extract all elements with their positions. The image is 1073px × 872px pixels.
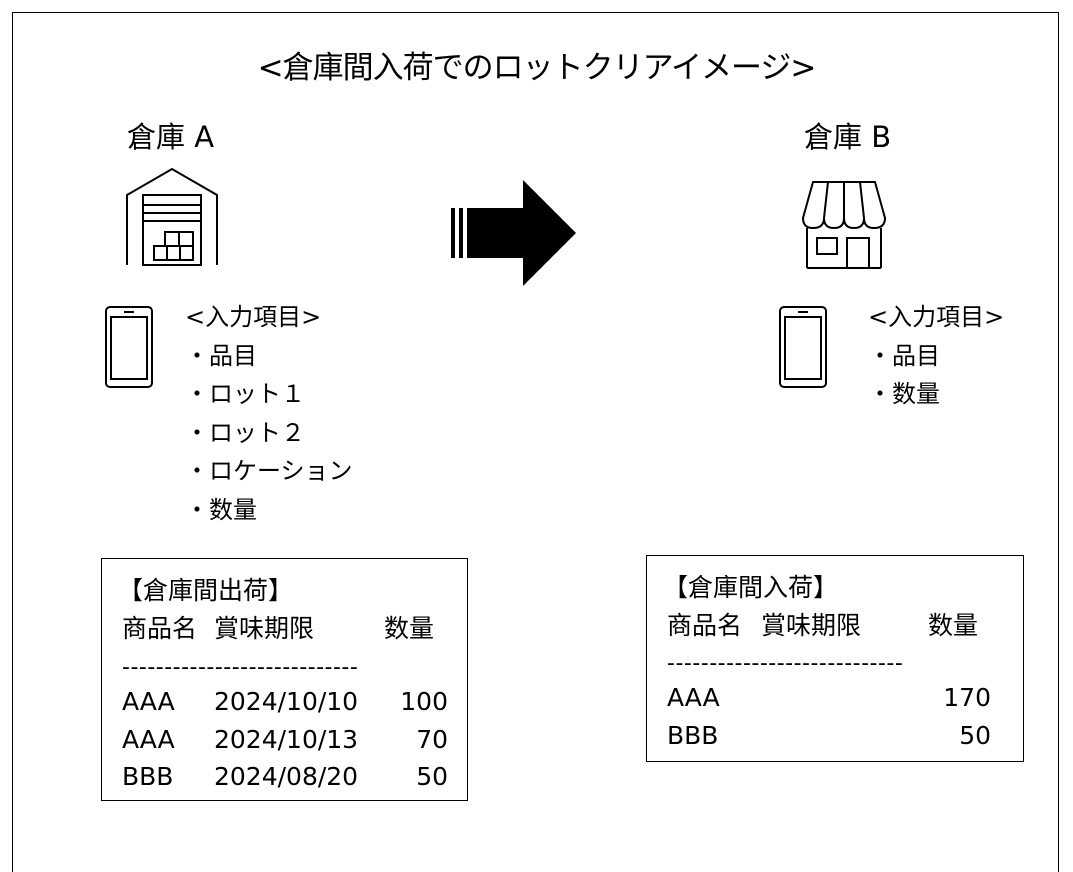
shipment-slip: 【倉庫間出荷】 商品名 賞味期限 数量 --------------------… bbox=[101, 558, 468, 801]
store-icon bbox=[801, 181, 887, 269]
row-product: BBB bbox=[667, 721, 719, 750]
slip-separator: ---------------------------- bbox=[667, 651, 904, 676]
input-item: ・品目 bbox=[868, 341, 940, 370]
row-expiry: 2024/08/20 bbox=[214, 762, 359, 791]
transfer-arrow-icon bbox=[451, 180, 576, 286]
input-item: ・品目 bbox=[185, 341, 257, 370]
column-header-product: 商品名 bbox=[122, 614, 198, 643]
input-item: ・ロット１ bbox=[185, 380, 305, 408]
row-quantity: 70 bbox=[416, 725, 448, 754]
column-header-expiry: 賞味期限 bbox=[761, 611, 862, 640]
column-header-expiry: 賞味期限 bbox=[214, 614, 315, 643]
row-product: AAA bbox=[122, 687, 175, 716]
warehouse-a-label: 倉庫 A bbox=[127, 120, 215, 154]
input-item: ・ロケーション bbox=[185, 457, 353, 485]
diagram-frame bbox=[12, 12, 1059, 872]
column-header-product: 商品名 bbox=[667, 611, 743, 640]
column-header-quantity: 数量 bbox=[384, 614, 435, 643]
warehouse-b-label: 倉庫 B bbox=[804, 120, 892, 154]
input-list-header: <入力項目> bbox=[185, 303, 322, 331]
row-quantity: 100 bbox=[400, 687, 448, 716]
input-item: ・ロット２ bbox=[185, 418, 305, 447]
row-quantity: 170 bbox=[943, 683, 991, 712]
row-quantity: 50 bbox=[959, 721, 991, 750]
receipt-slip: 【倉庫間入荷】 商品名 賞味期限 数量 --------------------… bbox=[646, 555, 1024, 762]
column-header-quantity: 数量 bbox=[928, 611, 979, 640]
row-product: AAA bbox=[667, 683, 720, 712]
slip-separator: ---------------------------- bbox=[122, 655, 359, 680]
diagram-title: <倉庫間入荷でのロットクリアイメージ> bbox=[257, 50, 817, 86]
input-item: ・数量 bbox=[868, 380, 940, 408]
warehouse-icon bbox=[126, 167, 218, 266]
slip-title: 【倉庫間出荷】 bbox=[118, 576, 294, 605]
input-list-header: <入力項目> bbox=[868, 303, 1005, 331]
input-item: ・数量 bbox=[185, 495, 257, 524]
row-quantity: 50 bbox=[416, 762, 448, 791]
handheld-terminal-icon bbox=[105, 306, 153, 388]
slip-title: 【倉庫間入荷】 bbox=[663, 573, 839, 602]
row-expiry: 2024/10/10 bbox=[214, 687, 359, 716]
handheld-terminal-icon bbox=[779, 306, 827, 388]
row-expiry: 2024/10/13 bbox=[214, 725, 359, 754]
warehouse-a-input-list: <入力項目> ・品目 ・ロット１ ・ロット２ ・ロケーション ・数量 bbox=[185, 298, 353, 529]
row-product: AAA bbox=[122, 725, 175, 754]
warehouse-b-input-list: <入力項目> ・品目 ・数量 bbox=[868, 298, 1004, 414]
row-product: BBB bbox=[122, 762, 174, 791]
